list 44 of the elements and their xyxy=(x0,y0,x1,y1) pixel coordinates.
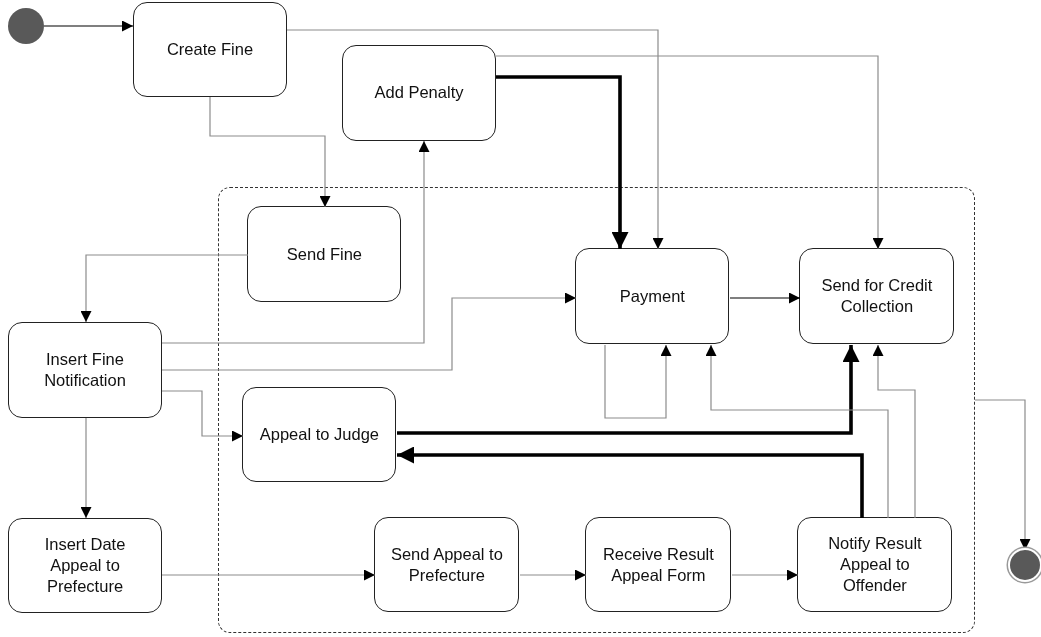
final-state xyxy=(1010,550,1040,580)
arrow xyxy=(397,446,864,518)
dashed-boundary xyxy=(218,187,975,633)
activity-box xyxy=(585,517,732,613)
activity-box xyxy=(374,517,520,613)
activity-box xyxy=(8,322,162,418)
activity-box xyxy=(797,517,953,613)
activity-label: Create Fine xyxy=(165,38,255,60)
arrow xyxy=(80,417,92,519)
activity-box xyxy=(247,206,402,303)
activity-label: Notify Result Appeal to Offender xyxy=(827,533,923,597)
arrow xyxy=(161,292,577,371)
activity-box xyxy=(242,387,397,483)
arrow xyxy=(604,344,672,419)
activity-label: Payment xyxy=(618,285,686,307)
arrow xyxy=(209,96,331,208)
arrow xyxy=(496,75,629,249)
arrow xyxy=(397,345,860,435)
arrow xyxy=(80,254,249,323)
activity-box xyxy=(342,45,496,141)
activity-label: Send Fine xyxy=(285,243,363,265)
activity-label: Receive Result Appeal Form xyxy=(601,543,715,586)
arrow xyxy=(286,29,664,250)
arrow xyxy=(729,292,801,304)
arrow xyxy=(495,55,884,250)
activity-box xyxy=(8,518,162,613)
arrow xyxy=(161,140,430,344)
activity-label: Send Appeal to Prefecture xyxy=(389,543,504,586)
activity-box xyxy=(133,2,287,97)
initial-state xyxy=(8,8,44,44)
arrow xyxy=(161,569,376,581)
arrow xyxy=(43,20,134,32)
arrow xyxy=(872,344,916,519)
activity-label: Add Penalty xyxy=(373,82,465,104)
activity-box xyxy=(799,248,955,345)
activity-label: Appeal to Judge xyxy=(258,424,380,446)
activity-label: Send for Credit Collection xyxy=(820,275,934,318)
activity-label: Insert Date Appeal to Prefecture xyxy=(43,533,127,598)
activity-box xyxy=(575,248,730,345)
arrow xyxy=(519,569,587,581)
arrow xyxy=(705,344,889,519)
arrow xyxy=(161,390,244,442)
activity-label: Insert Fine Notification xyxy=(43,348,127,391)
arrow xyxy=(731,569,799,581)
